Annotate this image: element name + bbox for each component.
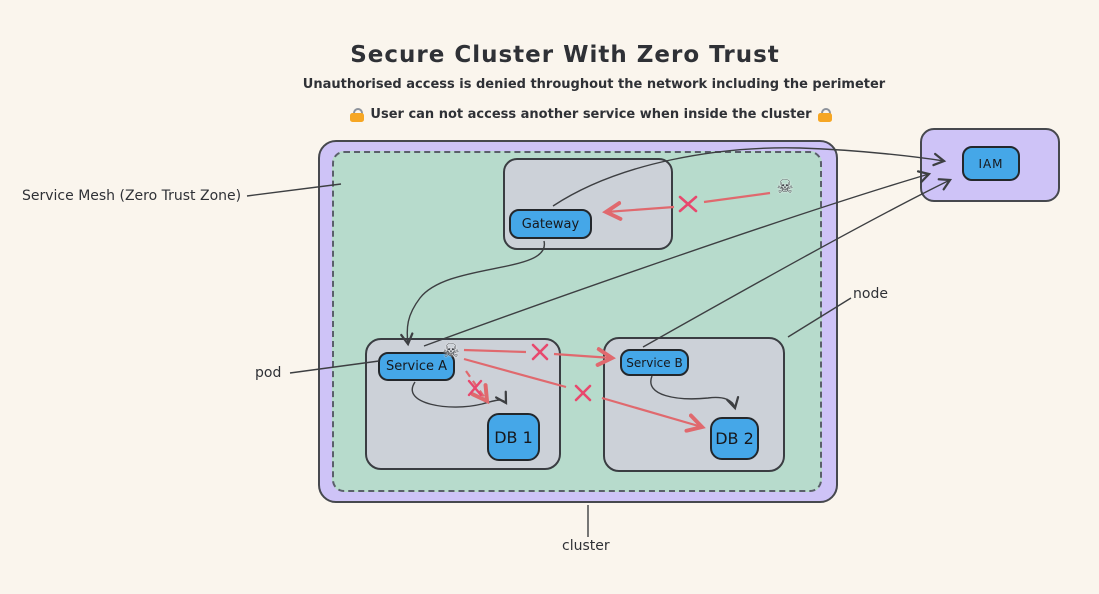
service-mesh-label: Service Mesh (Zero Trust Zone)	[22, 188, 242, 204]
attacker-skull-icon: ☠	[442, 340, 460, 362]
service-b-label: Service B	[626, 355, 683, 370]
tagline-text: User can not access another service when…	[370, 107, 812, 122]
db1-label: DB 1	[494, 427, 533, 447]
db2-box: DB 2	[710, 417, 759, 460]
gateway-label: Gateway	[521, 216, 580, 232]
iam-label: IAM	[978, 156, 1004, 171]
lock-icon	[350, 107, 365, 122]
gateway-button: Gateway	[509, 209, 592, 239]
db1-box: DB 1	[487, 413, 540, 461]
node-label: node	[853, 286, 888, 302]
iam-button: IAM	[962, 146, 1020, 181]
lock-icon	[817, 107, 832, 122]
service-a-label: Service A	[385, 359, 448, 374]
db2-label: DB 2	[715, 429, 754, 448]
page-title: Secure Cluster With Zero Trust	[350, 42, 780, 68]
attacker-skull-icon: ☠	[776, 176, 794, 198]
page-subtitle: Unauthorised access is denied throughout…	[302, 77, 886, 92]
tagline-row: User can not access another service when…	[291, 107, 891, 122]
pod-label: pod	[255, 365, 282, 381]
cluster-label: cluster	[562, 538, 610, 554]
service-b-button: Service B	[620, 349, 689, 376]
